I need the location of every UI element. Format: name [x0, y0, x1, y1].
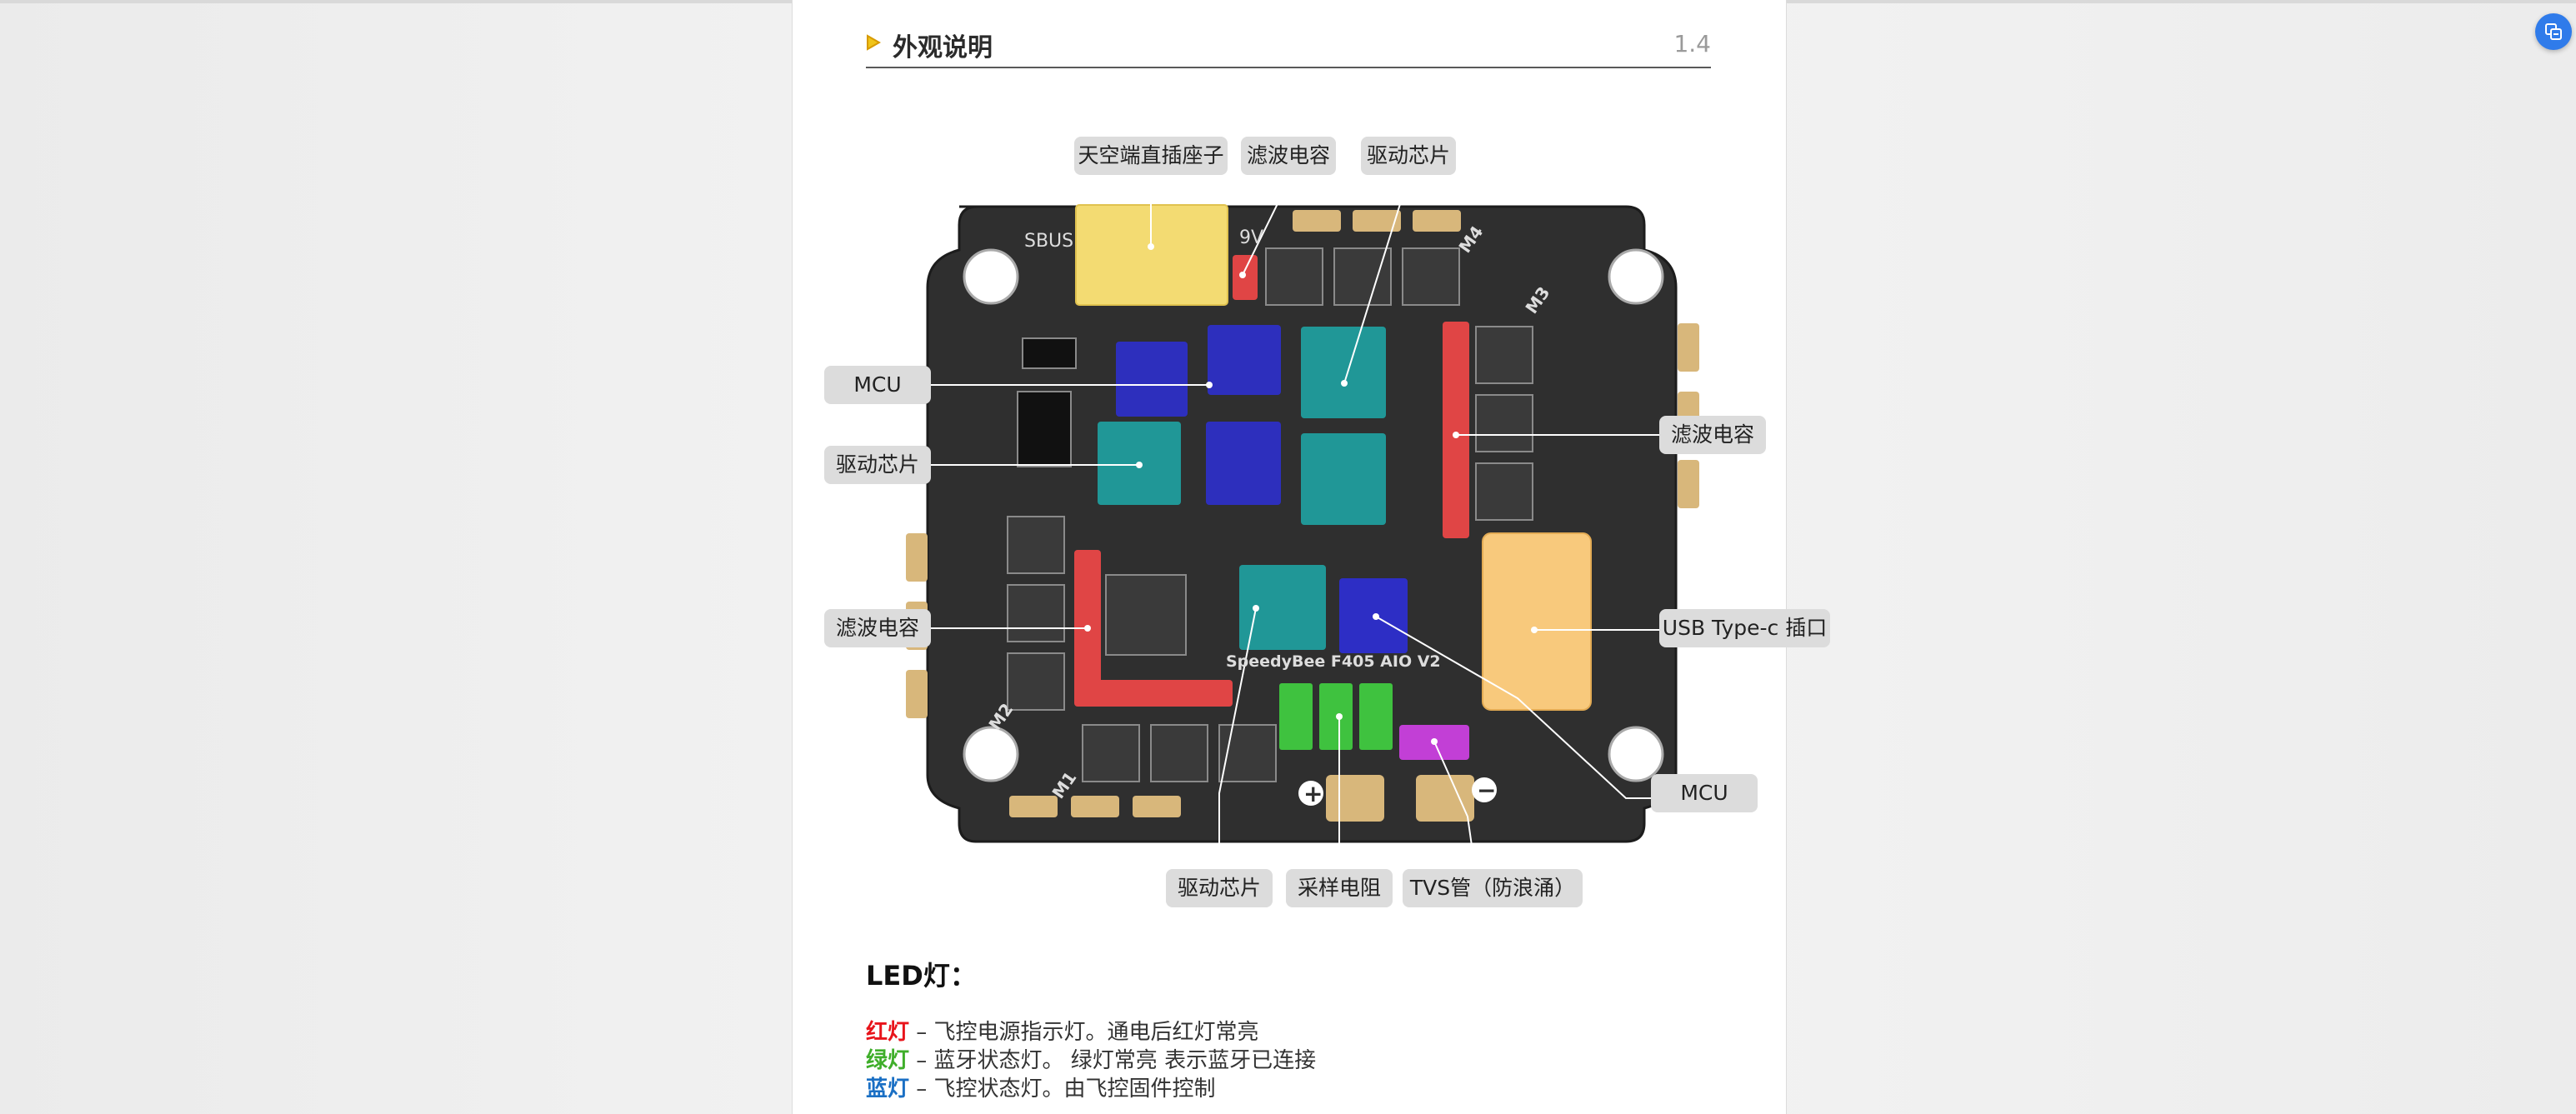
label-usb: USB Type-c 插口: [1659, 609, 1830, 647]
label-tvs-bottom: TVS管（防浪涌）: [1403, 869, 1583, 907]
led-heading: LED灯：: [866, 960, 977, 992]
section-title: 外观说明: [893, 33, 993, 62]
silk-9v: 9V: [1239, 227, 1263, 248]
highlight-usb: [1482, 532, 1592, 711]
translate-button[interactable]: [2535, 13, 2572, 50]
label-resistor-bottom: 采样电阻: [1286, 869, 1393, 907]
plus-icon: +: [1298, 780, 1323, 807]
highlight-sense-resistor: [1279, 683, 1393, 750]
translate-icon: [2545, 23, 2562, 40]
led-name-green: 绿灯: [866, 1048, 910, 1073]
led-desc-green: – 蓝牙状态灯。 绿灯常亮 表示蓝牙已连接: [909, 1048, 1317, 1073]
highlight-mcu-main: [1116, 325, 1281, 505]
led-item-red: 红灯 – 飞控电源指示灯。通电后红灯常亮: [866, 1015, 1259, 1046]
document-page: 外观说明 1.4: [792, 0, 1830, 1114]
label-mcu-right: MCU: [1651, 774, 1758, 812]
label-driver-top: 驱动芯片: [1361, 137, 1456, 175]
led-desc-red: – 飞控电源指示灯。通电后红灯常亮: [909, 1020, 1259, 1045]
minus-icon: −: [1472, 777, 1497, 804]
mounting-holes: [963, 248, 1664, 782]
svg-text:+: +: [1303, 780, 1323, 807]
label-capacitor-right: 滤波电容: [1659, 416, 1766, 454]
label-capacitor-top: 滤波电容: [1241, 137, 1336, 175]
highlight-capacitor-top: [1233, 255, 1258, 300]
led-item-green: 绿灯 – 蓝牙状态灯。 绿灯常亮 表示蓝牙已连接: [866, 1043, 1316, 1074]
label-driver-bottom: 驱动芯片: [1166, 869, 1273, 907]
section-number: 1.4: [1673, 30, 1711, 57]
svg-text:−: −: [1477, 777, 1496, 804]
label-capacitor-left: 滤波电容: [824, 609, 931, 647]
label-driver-left: 驱动芯片: [824, 446, 931, 484]
led-name-red: 红灯: [866, 1020, 910, 1045]
board-figure: SBUS 9V M4 M3 M2 M1 SpeedyBee F405 AIO V…: [906, 175, 1699, 876]
leader-lines: [931, 175, 1659, 876]
highlight-capacitor-right: [1443, 322, 1469, 538]
led-desc-blue: – 飞控状态灯。由飞控固件控制: [909, 1077, 1216, 1102]
section-header: 外观说明 1.4: [866, 22, 1711, 68]
led-name-blue: 蓝灯: [866, 1077, 910, 1102]
led-item-blue: 蓝灯 – 飞控状态灯。由飞控固件控制: [866, 1072, 1216, 1102]
triangle-right-icon: [867, 34, 881, 51]
leader-dots: [1084, 243, 1538, 745]
mosfets: [1007, 247, 1533, 782]
board-model-text: SpeedyBee F405 AIO V2: [1226, 652, 1441, 671]
label-rx-socket: 天空端直插座子: [1074, 137, 1228, 175]
label-mcu-left: MCU: [824, 366, 931, 404]
silk-sbus: SBUS: [1024, 231, 1073, 252]
